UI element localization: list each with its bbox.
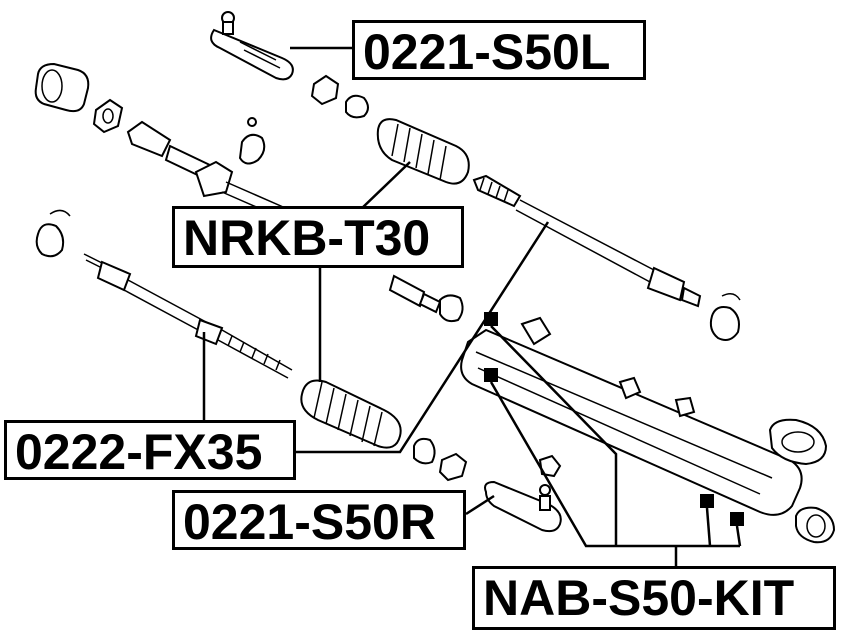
tie-rod-end-right <box>484 480 562 533</box>
part-number-tie-rod-end-left: 0221-S50L <box>352 20 646 80</box>
inner-tie-rod-lower <box>83 253 293 379</box>
bushing-marker-2 <box>484 368 498 382</box>
clip-upper <box>238 117 266 165</box>
part-number-tie-rod-end-right: 0221-S50R <box>172 490 466 550</box>
bushing-markers <box>484 312 744 526</box>
nut-and-clamp-lower <box>413 437 562 482</box>
part-number-tie-rod: 0222-FX35 <box>4 420 296 480</box>
bushing-marker-4 <box>730 512 744 526</box>
gear-housing <box>460 316 836 544</box>
mount-bushing-top <box>34 62 124 134</box>
middle-parts <box>388 274 464 323</box>
clamp-right-upper <box>709 293 741 341</box>
part-number-boot-kit: NRKB-T30 <box>172 206 464 268</box>
tie-rod-upper-right <box>472 174 702 308</box>
bushing-marker-3 <box>700 494 714 508</box>
tie-rod-end-left <box>210 11 294 81</box>
boot-upper <box>376 118 470 185</box>
boot-lower <box>300 379 402 449</box>
part-number-bushing-kit: NAB-S50-KIT <box>472 566 836 630</box>
nut-and-clamp-upper <box>310 74 369 119</box>
leader-lines <box>202 46 742 566</box>
clamp-left <box>35 209 71 258</box>
inner-tie-rod-upper <box>126 120 291 221</box>
